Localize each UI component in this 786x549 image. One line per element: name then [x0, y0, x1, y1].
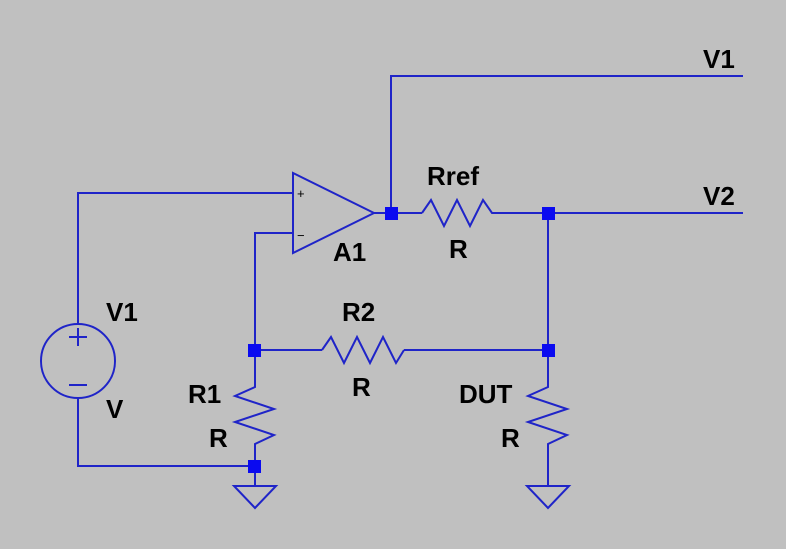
wire-source-minus[interactable] [77, 397, 255, 467]
opamp-name-label: A1 [333, 237, 366, 267]
opamp-minus-pin: − [297, 228, 305, 243]
source-name-label: V1 [106, 297, 138, 327]
wire-source-plus[interactable] [77, 192, 293, 325]
resistor-r1[interactable] [231, 379, 278, 452]
labels: V1 V2 Rref R A1 V1 V R2 R R1 R DUT R [106, 44, 735, 453]
junction-ground-r1[interactable] [248, 460, 261, 473]
opamp-a1[interactable]: + − [292, 171, 377, 255]
opamp-plus-pin: + [297, 186, 305, 201]
dut-value-label: R [501, 423, 520, 453]
ground-icon-dut[interactable] [524, 485, 572, 510]
junction-nodes [248, 207, 555, 473]
junction-v2[interactable] [542, 207, 555, 220]
source-value-label: V [106, 394, 124, 424]
resistor-dut[interactable] [524, 379, 571, 452]
wire-inverting-input[interactable] [254, 232, 293, 379]
voltage-source-v1[interactable] [40, 323, 116, 399]
dut-name-label: DUT [459, 379, 513, 409]
rref-name-label: Rref [427, 161, 479, 191]
net-label-v1: V1 [703, 44, 735, 74]
junction-opamp-out[interactable] [385, 207, 398, 220]
ground-icon-r1[interactable] [231, 485, 279, 510]
r1-name-label: R1 [188, 379, 221, 409]
opamp-triangle[interactable] [292, 171, 377, 255]
resistor-r2[interactable] [321, 334, 405, 366]
r2-value-label: R [352, 372, 371, 402]
junction-r1-r2[interactable] [248, 344, 261, 357]
wire-v1-net[interactable] [390, 75, 743, 213]
junction-r2-dut[interactable] [542, 344, 555, 357]
resistor-rref[interactable] [421, 197, 499, 229]
voltage-source-circle[interactable] [40, 323, 116, 399]
rref-value-label: R [449, 234, 468, 264]
net-label-v2: V2 [703, 181, 735, 211]
r2-name-label: R2 [342, 297, 375, 327]
wires [77, 75, 743, 486]
r1-value-label: R [209, 423, 228, 453]
